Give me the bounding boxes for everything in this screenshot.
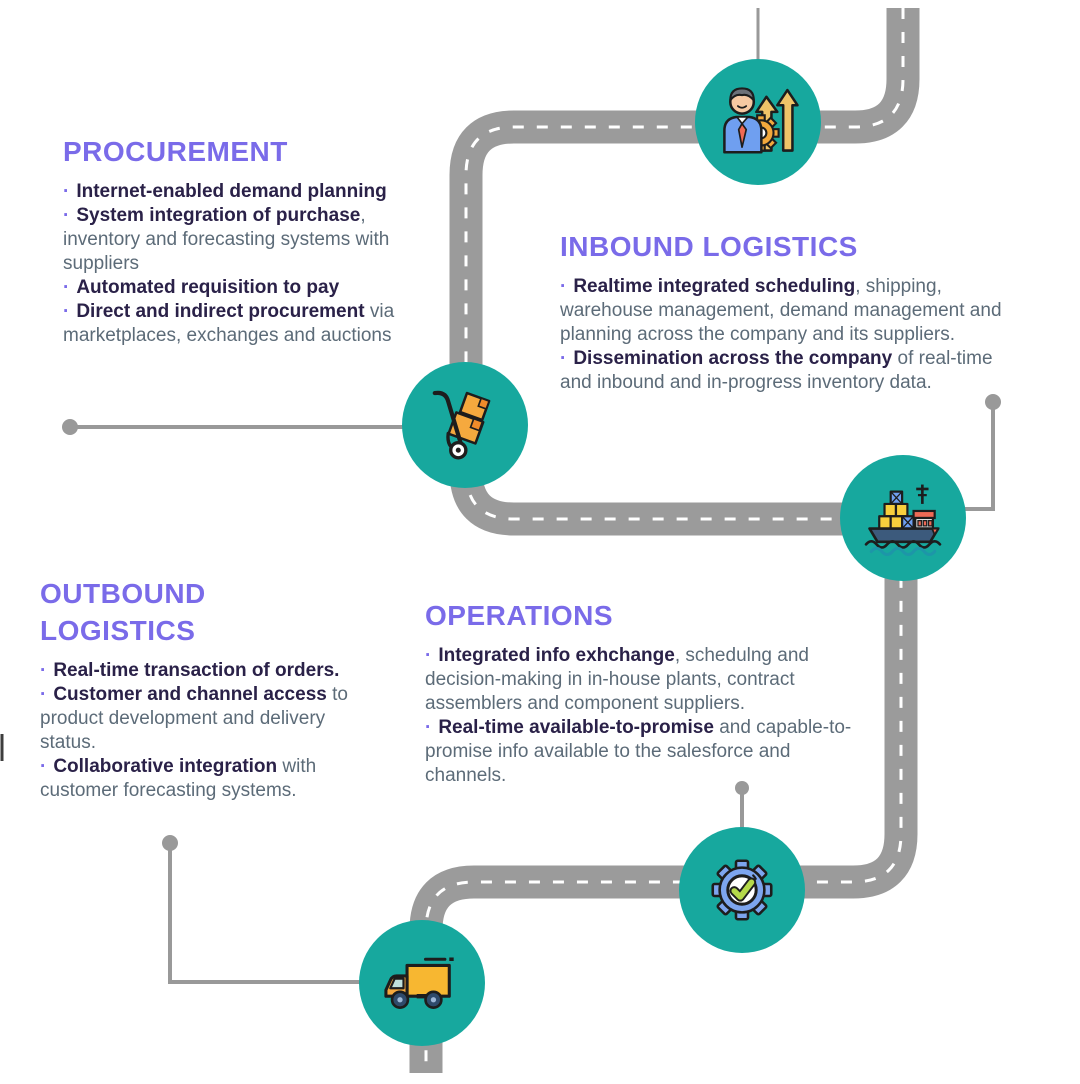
bullet-marker: ·: [63, 205, 70, 226]
bullet-marker: ·: [425, 717, 432, 738]
inbound-logistics-section: INBOUND LOGISTICS ·Realtime integrated s…: [560, 228, 1022, 395]
outbound-bullet-3: ·Collaborative integration with customer…: [40, 756, 317, 801]
outbound-logistics-title: OUTBOUND LOGISTICS: [40, 578, 206, 646]
bullet-marker: ·: [40, 684, 47, 705]
bullet-marker: ·: [40, 756, 47, 777]
bullet-marker: ·: [63, 181, 70, 202]
outbound-logistics-section: OUTBOUND LOGISTICS ·Real-time transactio…: [40, 575, 352, 803]
operations-section: OPERATIONS ·Integrated info exhchange, s…: [425, 597, 865, 788]
gear-check-icon: [711, 859, 773, 921]
connector-outbound: [168, 843, 364, 984]
bottom-left-node: [359, 920, 485, 1046]
delivery-truck-icon: [384, 957, 454, 1009]
bullet-marker: ·: [560, 348, 567, 369]
cargo-ship-icon: [864, 484, 942, 557]
mid-left-node: [402, 362, 528, 488]
outbound-bullet-2: ·Customer and channel access to product …: [40, 684, 348, 753]
connector-inbound: [962, 402, 995, 511]
top-node: [695, 59, 821, 185]
manager-growth-icon: [723, 87, 799, 154]
procurement-bullet-3: ·Automated requisition to pay: [63, 277, 340, 298]
bullet-marker: ·: [560, 276, 567, 297]
procurement-bullet-4: ·Direct and indirect procurement via mar…: [63, 301, 395, 346]
road-path: [409, 8, 920, 1073]
bullet-marker: ·: [425, 645, 432, 666]
mid-right-node: [840, 455, 966, 581]
bullet-marker: ·: [40, 660, 47, 681]
procurement-title: PROCUREMENT: [63, 136, 288, 167]
outbound-bullet-1: ·Real-time transaction of orders.: [40, 660, 340, 681]
procurement-bullet-1: ·Internet-enabled demand planning: [63, 181, 387, 202]
inbound-bullet-2: ·Dissemination across the company of rea…: [560, 348, 993, 393]
operations-bullet-2: ·Real-time available-to-promise and capa…: [425, 717, 852, 786]
procurement-section: PROCUREMENT ·Internet-enabled demand pla…: [63, 133, 421, 348]
hand-truck-icon: [432, 390, 491, 460]
road-centerline: [424, 8, 905, 1073]
inbound-bullet-1: ·Realtime integrated scheduling, shippin…: [560, 276, 1002, 345]
bottom-right-node: [679, 827, 805, 953]
bullet-marker: ·: [63, 277, 70, 298]
procurement-bullet-2: ·System integration of purchase, invento…: [63, 205, 390, 274]
operations-title: OPERATIONS: [425, 600, 614, 631]
bullet-marker: ·: [63, 301, 70, 322]
inbound-logistics-title: INBOUND LOGISTICS: [560, 231, 858, 262]
operations-bullet-1: ·Integrated info exhchange, schedulng an…: [425, 645, 809, 714]
